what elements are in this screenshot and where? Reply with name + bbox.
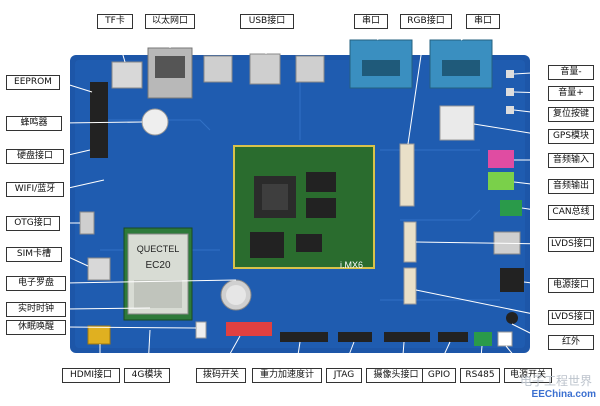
buzzer xyxy=(141,108,169,136)
hdmi-port xyxy=(87,325,111,345)
rgb-connector xyxy=(399,143,415,207)
module-brand-text: QUECTEL xyxy=(137,244,180,254)
label-buzzer: 蜂鸣器 xyxy=(6,116,62,131)
label-eeprom: EEPROM xyxy=(6,75,60,90)
label-infrared: 红外 xyxy=(548,335,594,350)
module-model-text: EC20 xyxy=(145,260,170,271)
dip-switch xyxy=(226,322,272,336)
reset-key xyxy=(506,106,514,114)
leader-lines xyxy=(59,27,549,369)
power-jack xyxy=(500,268,524,292)
gps-module xyxy=(439,105,475,141)
otg-port xyxy=(79,211,95,235)
label-compass: 电子罗盘 xyxy=(6,276,66,291)
label-sim: SIM卡槽 xyxy=(6,247,62,262)
som-label: i.MX6 xyxy=(340,260,363,270)
label-gps: GPS模块 xyxy=(548,129,594,144)
sim-slot xyxy=(87,257,111,281)
label-audio-in: 音频输入 xyxy=(548,153,594,168)
gpio-header xyxy=(438,332,468,342)
label-sleep-wake: 休眠唤醒 xyxy=(6,320,66,335)
audio-in-jack xyxy=(488,150,514,168)
label-usb: USB接口 xyxy=(240,14,294,29)
ir-receiver xyxy=(506,312,518,324)
watermark-cn: 电子工程世界 xyxy=(519,374,592,388)
label-dip: 拨码开关 xyxy=(196,368,246,383)
vol-up-key xyxy=(506,88,514,96)
tf-card-slot xyxy=(111,61,143,89)
lvds-connector-1 xyxy=(403,221,417,263)
label-rgb: RGB接口 xyxy=(400,14,452,29)
label-gpio: GPIO xyxy=(422,368,456,383)
label-vol-up: 音量+ xyxy=(548,86,594,101)
gyro-header xyxy=(280,332,328,342)
label-lvds-2: LVDS接口 xyxy=(548,310,594,325)
label-vol-down: 音量- xyxy=(548,65,594,80)
label-serial-2: 串口 xyxy=(466,14,500,29)
label-power-switch: 电源开关 xyxy=(504,368,552,383)
power-switch xyxy=(497,331,513,347)
label-serial-1: 串口 xyxy=(354,14,388,29)
label-hdd: 硬盘接口 xyxy=(6,149,64,164)
label-jtag: JTAG xyxy=(326,368,362,383)
usb-port-2 xyxy=(249,53,281,85)
usb-port-1 xyxy=(203,55,233,83)
audio-out-jack xyxy=(488,172,514,190)
label-audio-out: 音频输出 xyxy=(548,179,594,194)
label-otg: OTG接口 xyxy=(6,216,60,231)
watermark-en: EEChina.com xyxy=(531,389,596,400)
label-4g: 4G模块 xyxy=(124,368,170,383)
rs485-terminal xyxy=(474,332,492,346)
label-power-port: 电源接口 xyxy=(548,278,594,293)
hdd-connector xyxy=(90,82,108,158)
camera-header xyxy=(384,332,430,342)
label-tf-card: TF卡 xyxy=(97,14,133,29)
label-ethernet: 以太网口 xyxy=(145,14,195,29)
label-can: CAN总线 xyxy=(548,205,594,220)
vol-down-key xyxy=(506,70,514,78)
sleep-key xyxy=(195,321,207,339)
can-terminal xyxy=(500,200,522,216)
label-hdmi: HDMI接口 xyxy=(62,368,120,383)
label-rs485: RS485 xyxy=(460,368,500,383)
label-reset: 复位按键 xyxy=(548,107,594,122)
label-rtc: 实时时钟 xyxy=(6,302,66,317)
label-wifi-bt: WIFI/蓝牙 xyxy=(6,182,64,197)
usb-port-3 xyxy=(295,55,325,83)
lvds-connector-2 xyxy=(403,267,417,305)
label-camera: 摄像头接口 xyxy=(366,368,426,383)
jtag-header xyxy=(338,332,372,342)
label-lvds-1: LVDS接口 xyxy=(548,237,594,252)
label-gyro: 重力加速度计 xyxy=(252,368,322,383)
